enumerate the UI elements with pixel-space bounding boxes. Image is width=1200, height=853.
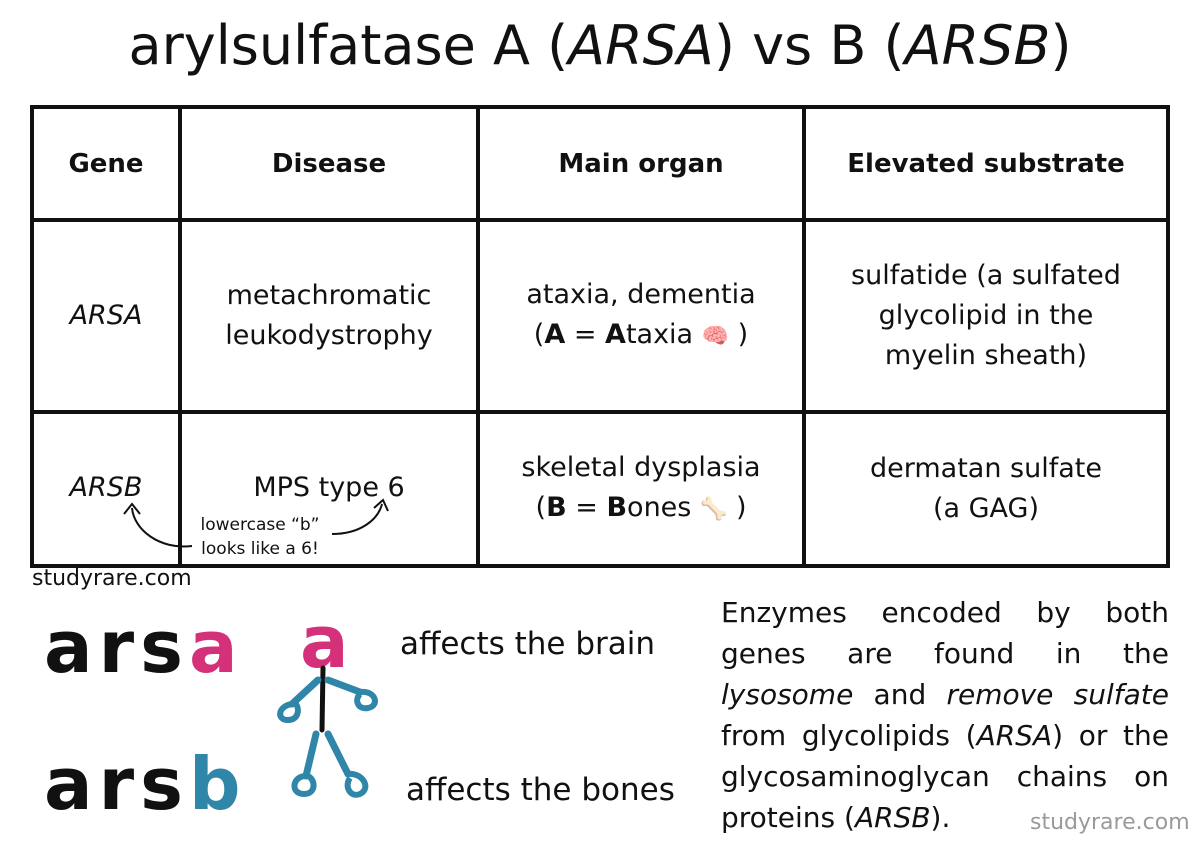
arrow-to-arsb (131, 507, 193, 548)
figure-right-arm (324, 676, 364, 696)
figure-right-leg (324, 730, 352, 778)
table-header-row: Gene Disease Main organ Elevated substra… (30, 105, 1170, 222)
figure-body (319, 665, 326, 733)
disease-cell: metachromatic leukodystrophy (178, 218, 480, 414)
header-disease: Disease (178, 105, 480, 222)
table-row: ARSB MPS type 6 skeletal dysplasia (B = … (30, 410, 1170, 568)
organ-line: skeletal dysplasia (521, 452, 761, 483)
header-gene: Gene (30, 105, 182, 222)
explanation-paragraph: Enzymes encoded by both genes are found … (721, 596, 1169, 834)
gene-cell: ARSB (30, 410, 182, 568)
organ-cell: skeletal dysplasia (B = Bones 🦴 ) (476, 410, 806, 568)
hint-line: lowercase “b” (200, 515, 320, 535)
stick-figure-icon (277, 665, 378, 798)
arrow-to-six (331, 503, 383, 535)
header-main-organ: Main organ (476, 105, 806, 222)
figure-left-arm (288, 676, 322, 708)
hint-arrows (123, 498, 389, 548)
hint-note: lowercase “b” looks like a 6! (190, 513, 330, 561)
brain-icon: 🧠 (701, 324, 730, 349)
figure-right-hand (354, 688, 378, 712)
header-elevated-substrate: Elevated substrate (802, 105, 1170, 222)
substrate-line: dermatan sulfate (870, 453, 1102, 484)
substrate-line: (a GAG) (932, 493, 1040, 524)
page-title: arylsulfatase A (ARSA) vs B (ARSB) (128, 14, 1072, 77)
substrate-cell: sulfatide (a sulfated glycolipid in the … (802, 218, 1170, 414)
disease-line: leukodystrophy (225, 320, 433, 351)
arrowhead-right (373, 498, 389, 512)
gene-cell: ARSA (30, 218, 182, 414)
affects-bones-label: affects the bones (406, 772, 675, 808)
arrowhead-left (123, 502, 141, 515)
site-credit: studyrare.com (32, 566, 192, 591)
figure-left-hand (277, 701, 301, 724)
bone-icon: 🦴 (699, 497, 728, 522)
organ-cell: ataxia, dementia (A = Ataxia 🧠 ) (476, 218, 806, 414)
figure-left-leg (302, 730, 320, 780)
organ-mnemonic-line: (A = Ataxia 🧠 ) (533, 319, 749, 350)
figure-left-foot (291, 773, 317, 798)
mnemonic-arsb: arsb (44, 742, 247, 826)
substrate-line: myelin sheath) (884, 340, 1088, 371)
substrate-line: glycolipid in the (878, 300, 1094, 331)
disease-line: metachromatic (226, 280, 432, 311)
hint-line: looks like a 6! (201, 539, 319, 559)
table-row: ARSA metachromatic leukodystrophy ataxia… (30, 218, 1170, 414)
affects-brain-label: affects the brain (400, 626, 656, 662)
substrate-line: sulfatide (a sulfated (851, 260, 1121, 291)
organ-line: ataxia, dementia (526, 279, 756, 310)
disease-cell: MPS type 6 (178, 410, 480, 568)
mnemonic-arsa: arsa (44, 605, 244, 689)
substrate-cell: dermatan sulfate (a GAG) (802, 410, 1170, 568)
watermark: studyrare.com (1030, 810, 1190, 835)
comparison-table: Gene Disease Main organ Elevated substra… (30, 105, 1170, 568)
organ-mnemonic-line: (B = Bones 🦴 ) (535, 492, 747, 523)
figure-right-foot (344, 770, 369, 798)
